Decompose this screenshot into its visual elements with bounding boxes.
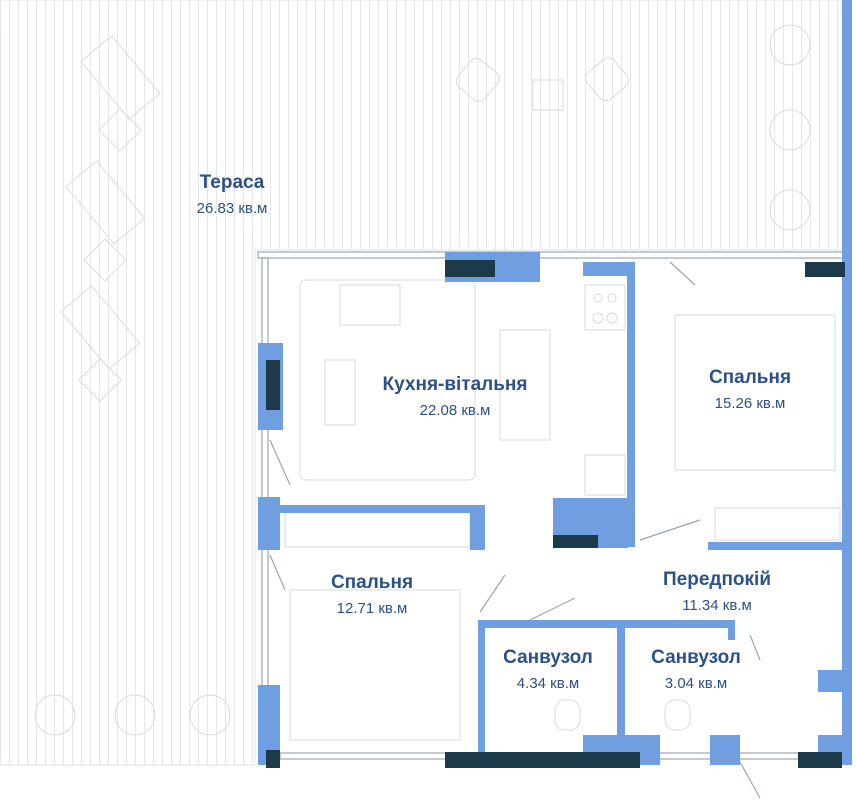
bed-left (289, 589, 461, 741)
room-label-kitchen-living: Кухня-вітальня 22.08 кв.м (383, 374, 528, 419)
room-label-bathroom-2: Санвузол 3.04 кв.м (651, 647, 741, 692)
room-name: Спальня (330, 572, 414, 593)
room-area: 12.71 кв.м (336, 600, 408, 617)
walls (258, 0, 852, 765)
windows (257, 251, 846, 799)
wardrobe-left (284, 511, 471, 548)
room-area: 15.26 кв.м (714, 395, 786, 412)
room-area: 22.08 кв.м (419, 402, 491, 419)
room-name: Санвузол (503, 647, 593, 668)
room-name: Тераса (199, 172, 265, 193)
room-name: Санвузол (651, 647, 741, 668)
room-label-bedroom-2: Спальня 12.71 кв.м (331, 572, 413, 617)
columns (266, 260, 845, 768)
room-label-hallway: Передпокій 11.34 кв.м (663, 569, 771, 614)
wardrobe-right (714, 507, 841, 541)
room-label-terrace: Тераса 26.83 кв.м (197, 172, 268, 217)
room-area: 4.34 кв.м (516, 675, 580, 692)
room-area: 26.83 кв.м (196, 200, 268, 217)
room-name: Передпокій (662, 569, 772, 590)
room-area: 11.34 кв.м (682, 597, 752, 614)
room-name: Спальня (708, 367, 792, 388)
stove-icon (584, 284, 626, 331)
room-label-bedroom-1: Спальня 15.26 кв.м (709, 367, 791, 412)
terrace (0, 0, 843, 766)
room-label-bathroom-1: Санвузол 4.34 кв.м (503, 647, 593, 692)
plant-icons (34, 24, 811, 736)
sun-lounger-icons (60, 35, 629, 402)
bed-right (674, 314, 836, 471)
dining-table (499, 329, 551, 441)
room-name: Кухня-вітальня (382, 374, 528, 395)
sofa-area (299, 279, 476, 481)
room-area: 3.04 кв.м (664, 675, 728, 692)
